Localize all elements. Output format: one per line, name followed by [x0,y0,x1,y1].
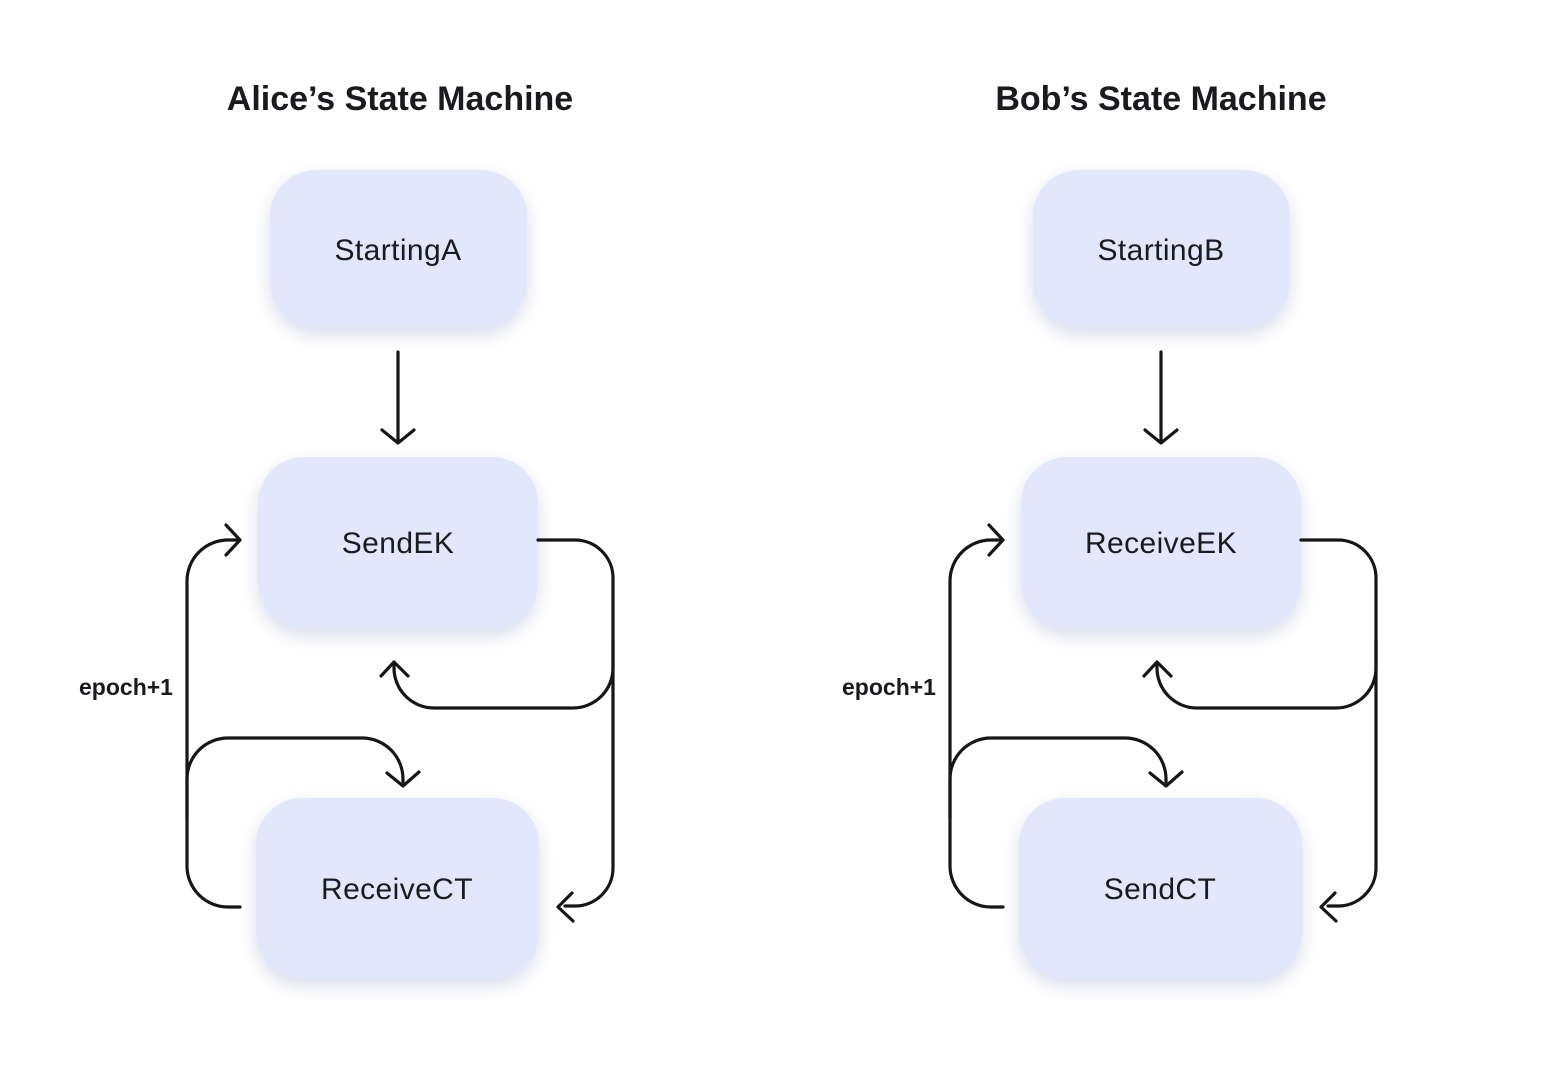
arrowhead-self-loop-bottom [1148,770,1184,788]
state-label-start: StartingB [1098,234,1225,267]
arrowhead-self-loop-bottom [385,770,421,788]
edge-epoch-loop [185,538,242,909]
state-label-bottom: SendCT [1104,873,1216,906]
state-node-bottom [256,798,539,979]
edge-self-loop-middle [392,638,615,710]
arrowhead-start-to-middle [380,428,416,445]
arrowhead-self-loop-middle [379,660,410,678]
state-label-start: StartingA [335,234,462,267]
arrowhead-self-loop-middle [1142,660,1173,678]
state-node-start [270,170,527,328]
edge-epoch-loop [948,538,1005,909]
arrowhead-start-to-middle [1143,428,1179,445]
state-label-middle: ReceiveEK [1085,527,1237,560]
state-node-middle [1021,457,1301,629]
edge-middle-to-bottom [536,538,615,908]
arrowhead-epoch-loop [224,523,242,557]
diagram-title: Bob’s State Machine [995,80,1326,118]
edge-self-loop-bottom [185,736,405,820]
alice-state-machine: Alice’s State Machine StartingA SendEK R… [79,80,615,979]
edge-self-loop-bottom [948,736,1168,820]
state-label-middle: SendEK [342,527,454,560]
diagram-title: Alice’s State Machine [227,80,573,118]
edge-self-loop-middle [1155,638,1378,710]
bob-state-machine: Bob’s State Machine StartingB ReceiveEK … [842,80,1378,979]
edge-middle-to-bottom [1299,538,1378,908]
edge-label-epoch: epoch+1 [842,674,936,700]
arrowhead-middle-to-bottom [1319,891,1338,923]
arrowhead-middle-to-bottom [556,891,575,923]
state-node-bottom [1019,798,1302,979]
state-label-bottom: ReceiveCT [321,873,473,906]
state-node-middle [258,457,538,629]
edge-label-epoch: epoch+1 [79,674,173,700]
state-node-start [1033,170,1290,328]
arrowhead-epoch-loop [987,523,1005,557]
